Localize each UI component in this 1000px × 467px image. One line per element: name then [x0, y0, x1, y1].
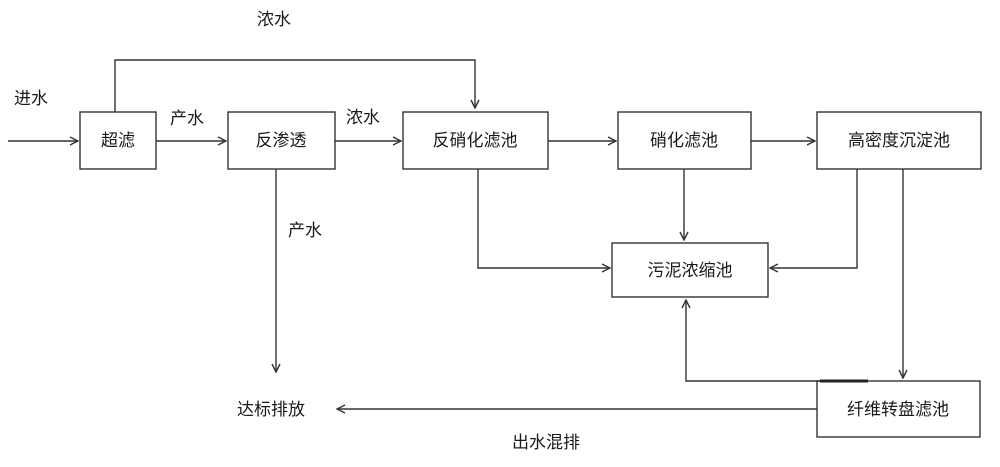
label-ro-product-water: 产水 — [288, 221, 322, 241]
arrow-clarifier-to-thickener — [770, 169, 858, 268]
node-nitrification-filter: 硝化滤池 — [617, 111, 752, 170]
node-sludge-thickener-label: 污泥浓缩池 — [648, 261, 733, 281]
node-denitrification-filter-label: 反硝化滤池 — [433, 131, 518, 151]
arrow-disc-filter-to-thickener — [686, 300, 867, 382]
node-reverse-osmosis: 反渗透 — [227, 111, 336, 170]
node-high-density-clarifier-label: 高密度沉淀池 — [848, 131, 950, 151]
node-fiber-disc-filter: 纤维转盘滤池 — [816, 380, 981, 438]
label-uf-concentrate: 浓水 — [257, 10, 291, 30]
node-discharge-label: 达标排放 — [237, 400, 305, 420]
label-uf-product-water: 产水 — [170, 109, 204, 129]
node-reverse-osmosis-label: 反渗透 — [256, 131, 307, 151]
node-sludge-thickener: 污泥浓缩池 — [611, 242, 769, 298]
label-influent: 进水 — [14, 89, 48, 109]
node-ultrafiltration: 超滤 — [79, 111, 157, 170]
node-nitrification-filter-label: 硝化滤池 — [650, 131, 718, 151]
label-mixed-effluent: 出水混排 — [512, 433, 580, 453]
arrow-denitrification-to-thickener — [477, 169, 610, 268]
label-ro-concentrate: 浓水 — [346, 108, 380, 128]
node-denitrification-filter: 反硝化滤池 — [402, 111, 549, 170]
node-ultrafiltration-label: 超滤 — [101, 131, 135, 151]
node-high-density-clarifier: 高密度沉淀池 — [816, 111, 982, 170]
node-fiber-disc-filter-label: 纤维转盘滤池 — [847, 400, 949, 420]
arrow-uf-concentrate-to-denitrification — [114, 59, 475, 112]
